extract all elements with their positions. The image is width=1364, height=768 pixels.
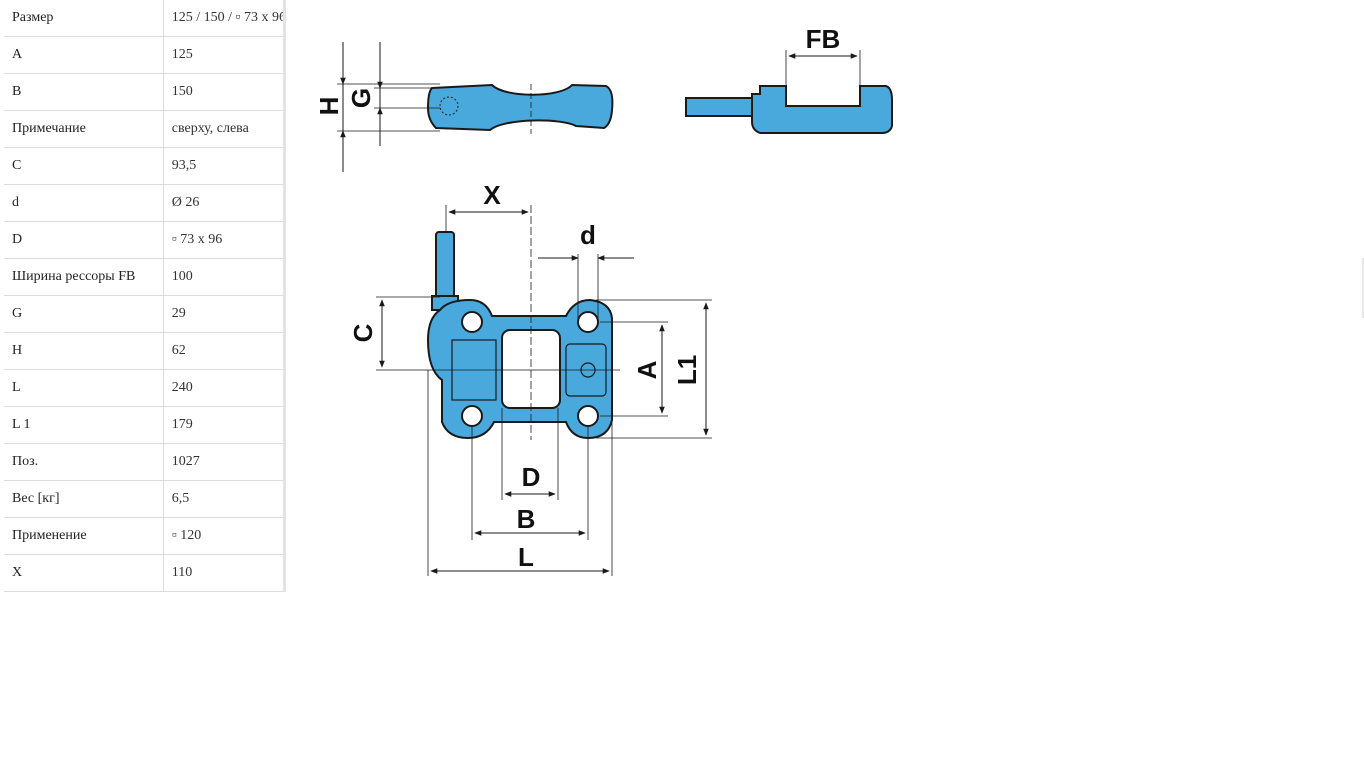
bolt-hole-bottom-left	[461, 405, 483, 427]
spec-value: 6,5	[163, 480, 286, 518]
dim-label-h: H	[314, 97, 344, 116]
dim-label-g: G	[346, 88, 376, 108]
spec-value: 62	[163, 332, 286, 370]
end-view-body	[751, 85, 893, 134]
bolt-hole-bottom-right	[577, 405, 599, 427]
spec-row: Применение▫ 120	[4, 517, 286, 555]
dim-label-d-large: D	[522, 462, 541, 492]
spec-label: d	[4, 184, 164, 222]
top-view-stud	[435, 231, 455, 301]
top-view: X d C A L1 D B L	[348, 180, 712, 576]
spec-label: H	[4, 332, 164, 370]
spec-value: 125 / 150 / ▫ 73 x 96	[163, 0, 286, 37]
spec-row: Вес [кг]6,5	[4, 480, 286, 518]
spec-value: 240	[163, 369, 286, 407]
spec-label: X	[4, 554, 164, 592]
scrollbar-edge[interactable]	[1362, 258, 1364, 318]
spec-label: Вес [кг]	[4, 480, 164, 518]
spec-label: Ширина рессоры FB	[4, 258, 164, 296]
dim-label-x: X	[483, 180, 501, 210]
dim-label-l1: L1	[672, 355, 702, 385]
spec-label: G	[4, 295, 164, 333]
spec-label: Поз.	[4, 443, 164, 481]
panel-divider	[283, 0, 286, 592]
spec-label: Примечание	[4, 110, 164, 148]
end-view: FB	[685, 24, 893, 134]
dim-label-a: A	[632, 360, 662, 379]
end-view-stud	[685, 97, 753, 117]
bolt-hole-top-right	[577, 311, 599, 333]
side-view-body	[426, 83, 614, 132]
bolt-hole-top-left	[461, 311, 483, 333]
spec-value: Ø 26	[163, 184, 286, 222]
spec-value: 29	[163, 295, 286, 333]
spec-label: L	[4, 369, 164, 407]
spec-value: 125	[163, 36, 286, 74]
spec-value: 179	[163, 406, 286, 444]
dim-label-c: C	[348, 323, 378, 342]
spec-label: L 1	[4, 406, 164, 444]
spec-label: B	[4, 73, 164, 111]
dim-label-b: B	[517, 504, 536, 534]
dim-label-fb: FB	[806, 24, 841, 54]
spec-value: сверху, слева	[163, 110, 286, 148]
dim-label-d-small: d	[580, 220, 596, 250]
spec-value: 100	[163, 258, 286, 296]
spec-value: 1027	[163, 443, 286, 481]
spec-label: C	[4, 147, 164, 185]
spec-label: D	[4, 221, 164, 259]
spec-value: ▫ 73 x 96	[163, 221, 286, 259]
spec-row: D▫ 73 x 96	[4, 221, 286, 259]
spec-value: 93,5	[163, 147, 286, 185]
spec-value: 110	[163, 554, 286, 592]
side-view: H G	[314, 42, 614, 172]
spec-label: Применение	[4, 517, 164, 555]
dim-label-l: L	[518, 542, 534, 572]
side-view-bolt	[439, 96, 459, 116]
spec-label: A	[4, 36, 164, 74]
spec-label: Размер	[4, 0, 164, 37]
spec-value: 150	[163, 73, 286, 111]
spec-value: ▫ 120	[163, 517, 286, 555]
spec-row: Поз.1027	[4, 443, 286, 481]
